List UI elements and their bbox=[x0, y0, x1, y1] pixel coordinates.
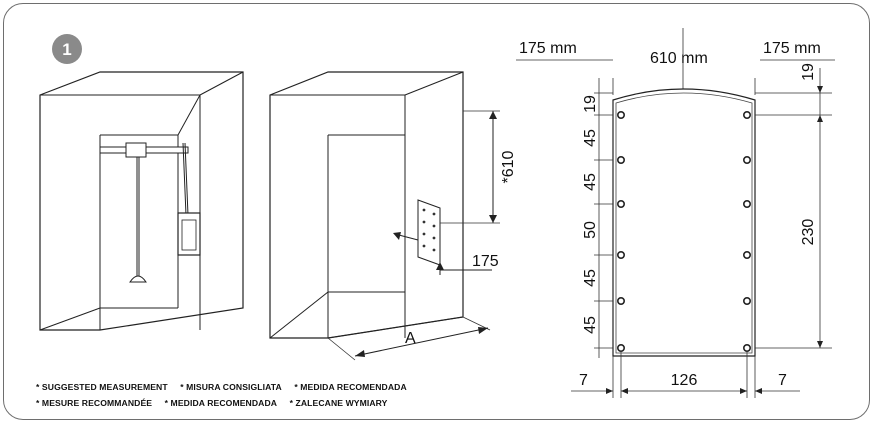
cabinet-height-label: *610 bbox=[500, 150, 517, 183]
bottom-right-dim: 7 bbox=[778, 372, 787, 389]
note-pl: * ZALECANE WYMIARY bbox=[289, 397, 388, 408]
depth-label: 175 bbox=[472, 253, 499, 270]
notes-row-2: * MESURE RECOMMANDÉE * MEDIDA RECOMENDAD… bbox=[36, 396, 417, 412]
width-label: A bbox=[405, 330, 416, 347]
note-en: * SUGGESTED MEASUREMENT bbox=[36, 382, 168, 392]
note-pt: * MEDIDA RECOMENDADA bbox=[164, 397, 278, 408]
note-it: * MISURA CONSIGLIATA bbox=[180, 382, 282, 392]
left-dim-2: 45 bbox=[582, 129, 599, 147]
left-dim-1: 19 bbox=[582, 95, 599, 113]
top-right-dim: 19 bbox=[800, 63, 817, 81]
left-offset-label: 175 mm bbox=[519, 40, 577, 57]
measurement-notes: * SUGGESTED MEASUREMENT * MISURA CONSIGL… bbox=[36, 380, 417, 411]
left-dim-4: 50 bbox=[582, 221, 599, 239]
hole-markers bbox=[616, 111, 751, 352]
step-number: 1 bbox=[62, 40, 71, 59]
note-es: * MEDIDA RECOMENDADA bbox=[294, 382, 407, 392]
left-dim-5: 45 bbox=[582, 269, 599, 287]
wardrobe-with-lift bbox=[39, 71, 244, 331]
bottom-width-dim: 126 bbox=[671, 372, 698, 389]
left-dim-3: 45 bbox=[582, 173, 599, 191]
cabinet-measurement: *610 175 A bbox=[269, 71, 517, 361]
panel-border bbox=[3, 3, 870, 420]
left-dim-6: 45 bbox=[582, 316, 599, 334]
right-total-dim: 230 bbox=[800, 219, 817, 246]
step-badge: 1 bbox=[52, 34, 82, 64]
right-offset-label: 175 mm bbox=[763, 40, 821, 57]
plate-template: 175 mm 610 mm 175 mm bbox=[516, 28, 835, 398]
note-fr: * MESURE RECOMMANDÉE bbox=[36, 397, 153, 408]
bottom-left-dim: 7 bbox=[579, 372, 588, 389]
notes-row-1: * SUGGESTED MEASUREMENT * MISURA CONSIGL… bbox=[36, 380, 417, 396]
plate-width-label: 610 mm bbox=[650, 50, 708, 67]
